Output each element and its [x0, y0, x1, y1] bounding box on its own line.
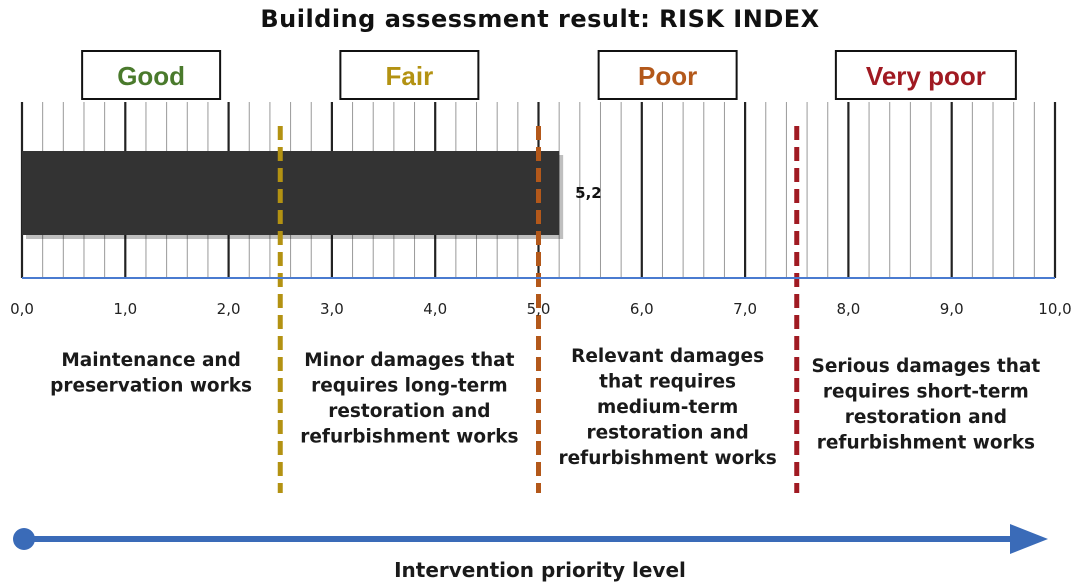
category-description-line: requires short-term	[823, 382, 1029, 403]
category-description-line: Serious damages that	[812, 356, 1041, 377]
x-tick-label: 9,0	[940, 300, 964, 318]
x-tick-label: 4,0	[423, 300, 447, 318]
category-label: Good	[117, 61, 185, 91]
category-description-line: Maintenance and	[61, 350, 240, 371]
category-descriptions: Maintenance and preservation works Minor d…	[50, 346, 1040, 469]
arrow-head	[1010, 524, 1048, 554]
category-box-very-poor	[834, 50, 1017, 100]
category-description-line: restoration and	[328, 401, 490, 422]
x-tick-label: 8,0	[836, 300, 860, 318]
category-description-line: refurbishment works	[817, 433, 1035, 454]
category-description-line: restoration and	[845, 407, 1007, 428]
chart-title: Building assessment result: RISK INDEX	[260, 5, 819, 33]
category-description-line: restoration and	[587, 423, 749, 444]
arrow-label: Intervention priority level	[394, 558, 686, 582]
category-label: Poor	[638, 61, 697, 91]
category-description-line: that requires	[599, 372, 736, 393]
category-description-line: preservation works	[50, 376, 252, 397]
x-tick-label: 7,0	[733, 300, 757, 318]
x-tick-label: 1,0	[113, 300, 137, 318]
category-label: Very poor	[866, 61, 986, 91]
category-description-line: medium-term	[597, 397, 738, 418]
x-axis: 0,0 1,0 2,0 3,0 4,0 5,0 6,0 7,0 8,0 9,0 10,0	[10, 277, 1072, 318]
priority-arrow: Intervention priority level	[13, 524, 1048, 582]
category-description-line: refurbishment works	[558, 448, 776, 469]
category-boxes: Good Fair Poor Very poor	[81, 50, 1017, 100]
x-tick-label: 3,0	[320, 300, 344, 318]
x-tick-label: 5,0	[527, 300, 551, 318]
x-tick-label: 10,0	[1038, 300, 1071, 318]
category-label: Fair	[386, 61, 434, 91]
threshold-lines	[277, 126, 800, 493]
category-description-line: requires long-term	[311, 376, 507, 397]
category-box-poor	[597, 50, 738, 100]
risk-bar	[22, 151, 560, 235]
category-description-line: Relevant damages	[571, 346, 764, 367]
bar-layer: 5,2	[22, 151, 602, 239]
category-box-good	[81, 50, 222, 100]
category-description-line: refurbishment works	[300, 427, 518, 448]
category-box-fair	[339, 50, 480, 100]
x-tick-label: 6,0	[630, 300, 654, 318]
x-tick-label: 0,0	[10, 300, 34, 318]
bar-value-label: 5,2	[575, 184, 602, 202]
x-tick-label: 2,0	[217, 300, 241, 318]
category-description-line: Minor damages that	[304, 350, 514, 371]
